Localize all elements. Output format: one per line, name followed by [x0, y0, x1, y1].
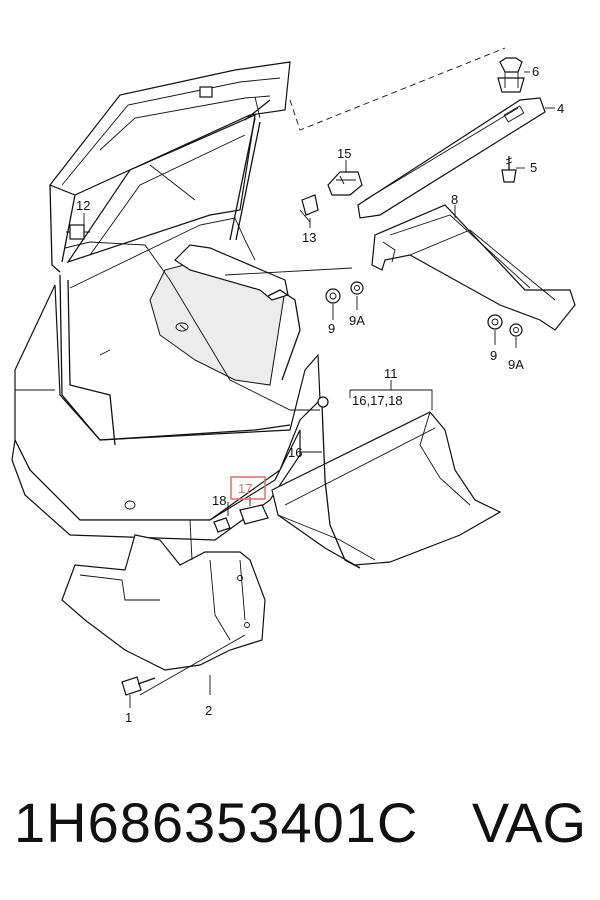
screw-1 [121, 676, 156, 708]
side-lining-2 [61, 519, 266, 696]
callout-9a-upper: 9A [349, 313, 365, 328]
callout-12: 12 [76, 198, 90, 213]
callout-labels: 1 2 4 5 6 8 9 9A 9 9A 11 16,17,18 12 13 … [76, 64, 564, 725]
callout-2: 2 [205, 703, 212, 718]
luggage-floor [149, 261, 286, 386]
callout-16: 16 [288, 445, 302, 460]
switch-15 [327, 160, 363, 196]
callout-8: 8 [451, 192, 458, 207]
brand-name: VAG [471, 791, 586, 854]
callout-5: 5 [530, 160, 537, 175]
side-trim-8 [371, 204, 576, 331]
nut-washer-9-upper [325, 281, 364, 320]
tailgate-outer [49, 61, 291, 196]
callout-6: 6 [532, 64, 539, 79]
part-number: 1H686353401C [14, 791, 419, 854]
leader-16-cable [64, 241, 320, 411]
callout-9-lower: 9 [490, 348, 497, 363]
trim-strip-4 [357, 97, 555, 219]
holder-13 [299, 194, 319, 228]
callout-13: 13 [302, 230, 316, 245]
callout-9a-lower: 9A [508, 357, 524, 372]
callout-17: 17 [238, 481, 252, 496]
screw-5 [501, 156, 525, 183]
callout-15: 15 [337, 146, 351, 161]
floor-covering-11 [271, 380, 502, 569]
nut-washer-9-lower [487, 314, 523, 348]
callout-11-sub: 16,17,18 [352, 393, 403, 408]
callout-4: 4 [557, 101, 564, 116]
car-rear-body [11, 61, 321, 541]
rear-window [66, 114, 256, 264]
callout-1: 1 [125, 710, 132, 725]
dashed-leader [289, 47, 506, 131]
clip-6 [497, 57, 530, 93]
leader-8 [224, 267, 353, 276]
callout-9-upper: 9 [328, 321, 335, 336]
highlight-box [230, 476, 266, 500]
exploded-parts-diagram: 1 2 4 5 6 8 9 9A 9 9A 11 16,17,18 12 13 … [11, 47, 576, 725]
caption-bar: 1H686353401C VAG [0, 790, 600, 870]
clip-12 [66, 213, 90, 240]
callout-11: 11 [384, 366, 398, 381]
bulb-switch-17-18 [213, 497, 269, 533]
callout-18: 18 [212, 493, 226, 508]
